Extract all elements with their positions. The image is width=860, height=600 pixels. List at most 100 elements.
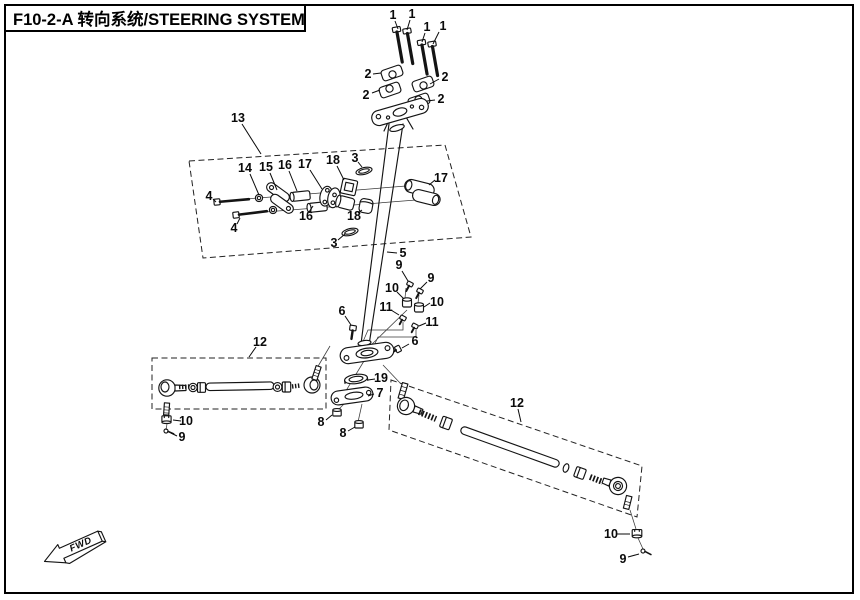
- washer: [562, 463, 570, 473]
- callout-leader: [401, 270, 409, 282]
- callout-label-3: 3: [352, 151, 359, 165]
- small-bolt: [415, 287, 424, 300]
- callout-leader: [517, 408, 522, 423]
- mount-bolt: [213, 197, 251, 206]
- washer: [272, 382, 283, 392]
- callout-leader: [419, 281, 428, 290]
- callout-label-6: 6: [412, 334, 419, 348]
- callout-label-16: 16: [278, 158, 292, 172]
- callout-label-11: 11: [379, 300, 392, 314]
- callout-label-1: 1: [409, 7, 416, 21]
- shaft-hardware: [349, 280, 425, 355]
- callout-leader: [347, 426, 356, 432]
- fwd-arrow: FWD: [43, 530, 107, 565]
- shaft-clamp: [404, 178, 441, 207]
- flange-nut: [354, 420, 364, 429]
- callout-leader: [344, 315, 352, 326]
- tie-rod-left-region: [151, 357, 327, 410]
- rubber-bushing: [401, 297, 413, 308]
- callout-label-1: 1: [440, 19, 447, 33]
- callout-label-9: 9: [396, 258, 403, 272]
- callout-leader: [372, 72, 382, 75]
- jam-nut: [439, 415, 453, 431]
- tie-rod-right-region: [388, 379, 643, 518]
- callout-label-13: 13: [231, 111, 245, 125]
- callout-label-2: 2: [365, 67, 372, 81]
- callout-label-2: 2: [438, 92, 445, 106]
- callout-label-17: 17: [434, 171, 448, 185]
- tie-rod-left: [158, 364, 322, 435]
- callout-leader: [396, 291, 405, 300]
- lower-bracket-assembly: [330, 341, 395, 429]
- callout-leader: [212, 198, 217, 203]
- callout-label-9: 9: [428, 271, 435, 285]
- callout-leader: [336, 165, 345, 181]
- callout-label-5: 5: [400, 246, 407, 260]
- callout-leader: [371, 89, 381, 94]
- callout-label-2: 2: [442, 70, 449, 84]
- ball-stud: [162, 402, 171, 416]
- small-bolt: [410, 322, 419, 334]
- callout-label-9: 9: [620, 552, 627, 566]
- callout-label-16: 16: [299, 209, 313, 223]
- callout-leader: [401, 343, 410, 349]
- callout-leader: [325, 414, 333, 421]
- rubber-bushing: [413, 302, 425, 313]
- washer: [268, 205, 278, 215]
- page-border: [4, 4, 854, 594]
- callout-leader: [357, 209, 363, 214]
- callout-leader: [248, 346, 257, 358]
- callout-label-10: 10: [385, 281, 399, 295]
- tie-rod-end: [396, 396, 424, 416]
- callout-label-6: 6: [339, 304, 346, 318]
- callout-label-8: 8: [318, 415, 325, 429]
- tie-rod-tube: [460, 426, 560, 468]
- callout-leader: [337, 233, 346, 241]
- callout-label-4: 4: [206, 189, 213, 203]
- callout-label-1: 1: [390, 8, 397, 22]
- callout-label-12: 12: [510, 396, 524, 410]
- dust-seal-ring: [344, 373, 369, 385]
- callout-leader: [432, 31, 440, 45]
- callout-leader: [429, 78, 440, 85]
- alignment-lines: [165, 185, 644, 550]
- callout-label-18: 18: [347, 209, 361, 223]
- callout-label-1: 1: [424, 20, 431, 34]
- callout-leader: [308, 205, 314, 213]
- snap-ring: [355, 166, 373, 176]
- upper-mount-parts: [213, 166, 441, 237]
- callout-leader: [357, 161, 363, 168]
- small-bolt: [405, 280, 414, 293]
- callout-label-9: 9: [179, 430, 186, 444]
- jam-nut: [573, 466, 587, 480]
- callout-leader: [627, 553, 640, 558]
- callout-leader: [249, 173, 260, 196]
- callout-leader: [288, 170, 298, 192]
- callout-label-15: 15: [259, 160, 273, 174]
- bushing-housing: [335, 194, 356, 211]
- title-box: F10-2-A 转向系统/STEERING SYSTEM: [4, 4, 306, 32]
- washer: [254, 193, 264, 203]
- callout-leader: [170, 432, 178, 437]
- callout-label-12: 12: [253, 335, 267, 349]
- upper-mount-assembly-region: [188, 144, 472, 259]
- snap-ring: [341, 227, 359, 237]
- callout-leader: [269, 172, 278, 191]
- callout-leader: [309, 169, 323, 190]
- callout-label-10: 10: [179, 414, 193, 428]
- rubber-pad: [339, 177, 359, 197]
- callout-label-11: 11: [425, 315, 438, 329]
- page-title: F10-2-A 转向系统/STEERING SYSTEM: [13, 11, 305, 29]
- tie-rod-end: [601, 476, 628, 496]
- mount-bolt: [232, 209, 269, 219]
- callout-leader: [394, 20, 399, 30]
- ball-stud: [622, 494, 633, 511]
- callout-label-8: 8: [340, 426, 347, 440]
- lower-bracket-plate: [330, 386, 374, 406]
- steering-bracket: [339, 341, 395, 365]
- rubber-pad: [358, 198, 374, 214]
- callout-label-18: 18: [326, 153, 340, 167]
